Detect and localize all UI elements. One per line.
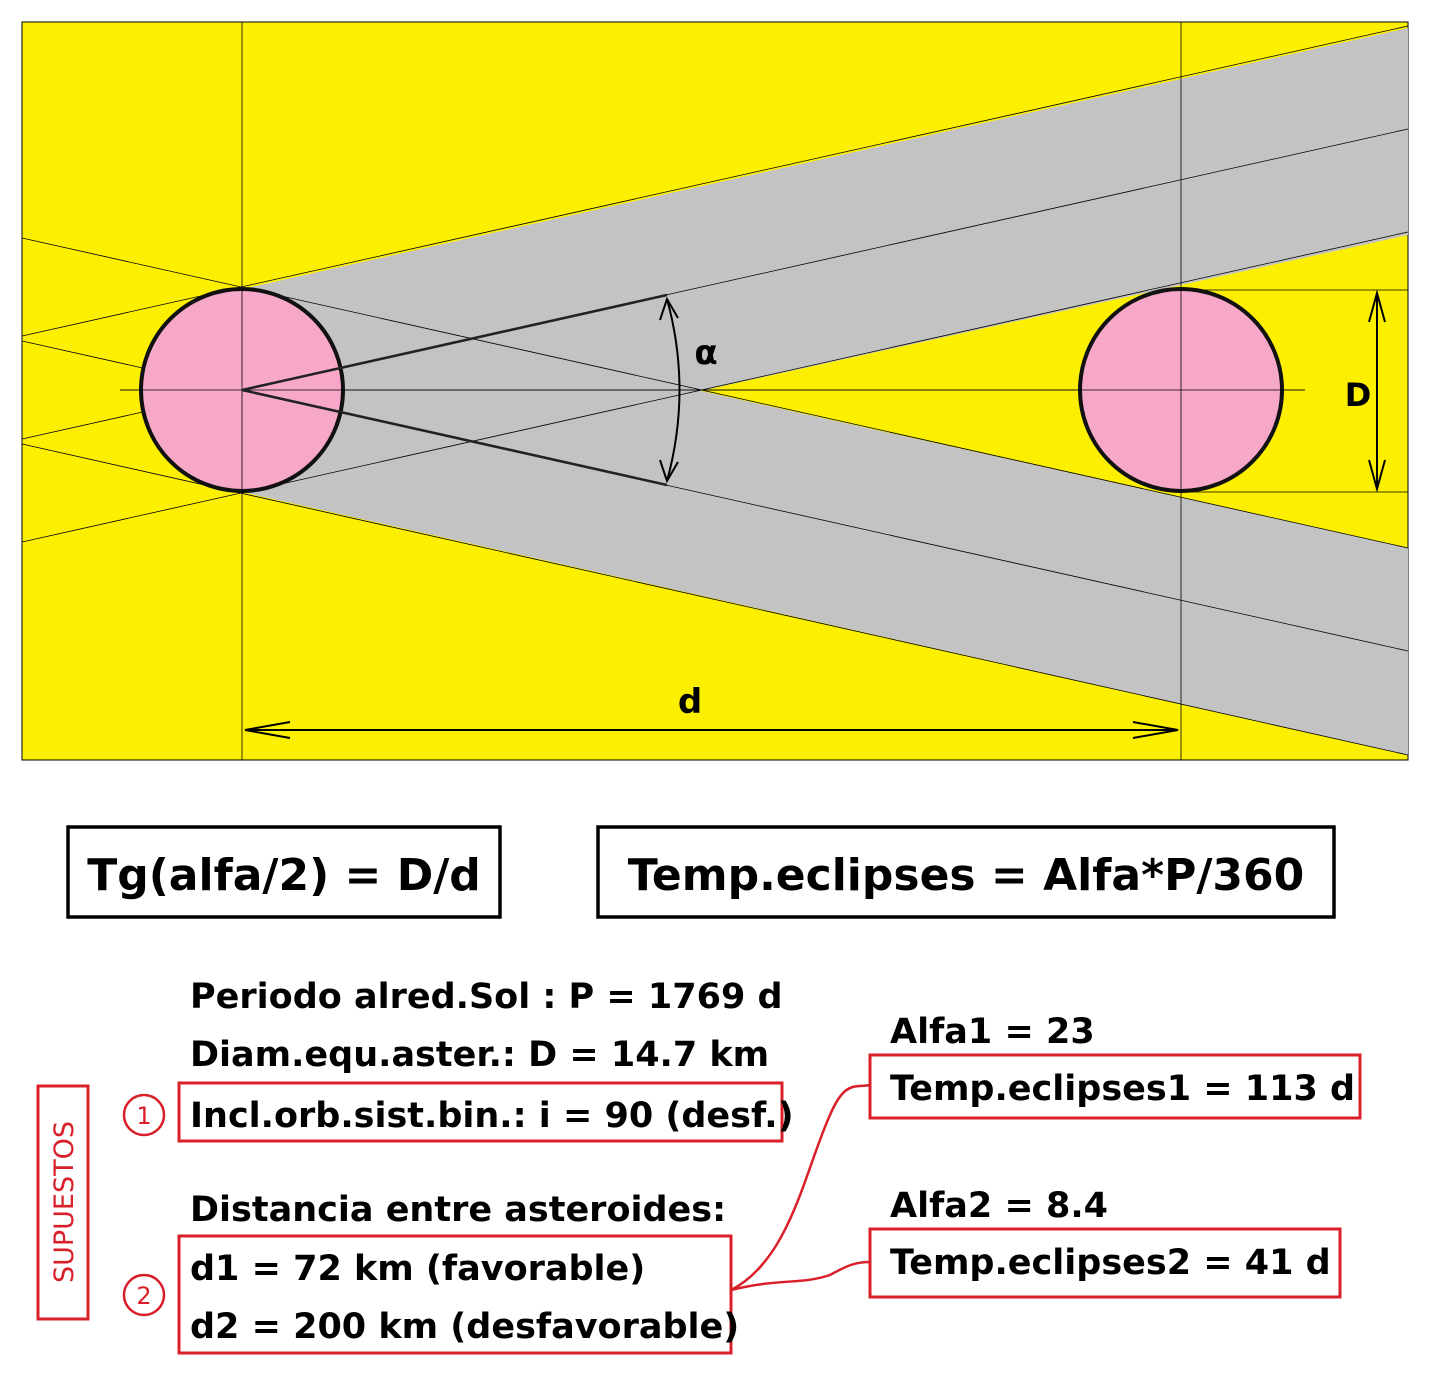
marker-1-number: 1 bbox=[136, 1102, 151, 1130]
results: Alfa1 = 23 Temp.eclipses1 = 113 d Alfa2 … bbox=[868, 1012, 1362, 1299]
alpha-ray-lower bbox=[241, 388, 668, 487]
assumptions-label: SUPUESTOS bbox=[49, 1121, 80, 1283]
d-label: d bbox=[678, 682, 702, 722]
tangent-formula: Tg(alfa/2) = D/d bbox=[87, 850, 481, 901]
temp2-text: Temp.eclipses2 = 41 d bbox=[890, 1243, 1331, 1283]
alpha-arc bbox=[666, 298, 681, 482]
temp1-box bbox=[868, 1053, 1362, 1120]
D-arrow-top bbox=[1368, 289, 1386, 323]
result-connectors bbox=[730, 1083, 871, 1292]
d1-text: d1 = 72 km (favorable) bbox=[190, 1249, 645, 1289]
alpha-arrow-up bbox=[659, 296, 679, 321]
d2-text: d2 = 200 km (desfavorable) bbox=[190, 1307, 739, 1347]
alpha-label: α bbox=[694, 333, 717, 373]
distances-box bbox=[177, 1234, 733, 1355]
inclination-text: Incl.orb.sist.bin.: i = 90 (desf.) bbox=[190, 1096, 794, 1136]
marker-2-number: 2 bbox=[136, 1282, 151, 1310]
period-text: Periodo alred.Sol : P = 1769 d bbox=[190, 977, 783, 1017]
D-label: D bbox=[1345, 376, 1372, 414]
eclipse-time-formula: Temp.eclipses = Alfa*P/360 bbox=[628, 850, 1305, 901]
temp1-text: Temp.eclipses1 = 113 d bbox=[890, 1069, 1355, 1109]
alfa2-text: Alfa2 = 8.4 bbox=[890, 1186, 1108, 1226]
alfa1-text: Alfa1 = 23 bbox=[890, 1012, 1095, 1052]
eclipse-formula-box: Temp.eclipses = Alfa*P/360 bbox=[596, 825, 1336, 919]
input-data: Periodo alred.Sol : P = 1769 d Diam.equ.… bbox=[177, 977, 794, 1355]
lower-shadow-band bbox=[242, 289, 1408, 755]
diameter-text: Diam.equ.aster.: D = 14.7 km bbox=[190, 1035, 769, 1075]
alpha-arrow-down bbox=[659, 459, 679, 484]
d-arrow-left bbox=[244, 721, 291, 739]
tangent-formula-box: Tg(alfa/2) = D/d bbox=[66, 825, 502, 919]
assumption-marker-2: 2 bbox=[122, 1273, 166, 1317]
connector-to-result-2 bbox=[730, 1260, 871, 1292]
inclination-box bbox=[177, 1081, 784, 1143]
d-arrow-right bbox=[1132, 721, 1179, 739]
assumption-marker-1: 1 bbox=[122, 1093, 166, 1137]
diagram-panel: α D d bbox=[21, 21, 1409, 761]
D-arrow-bottom bbox=[1368, 459, 1386, 493]
distance-heading: Distancia entre asteroides: bbox=[190, 1190, 726, 1230]
alpha-ray-upper bbox=[241, 293, 668, 392]
connector-to-result-1 bbox=[730, 1083, 871, 1292]
assumptions-label-box: SUPUESTOS bbox=[36, 1084, 90, 1321]
